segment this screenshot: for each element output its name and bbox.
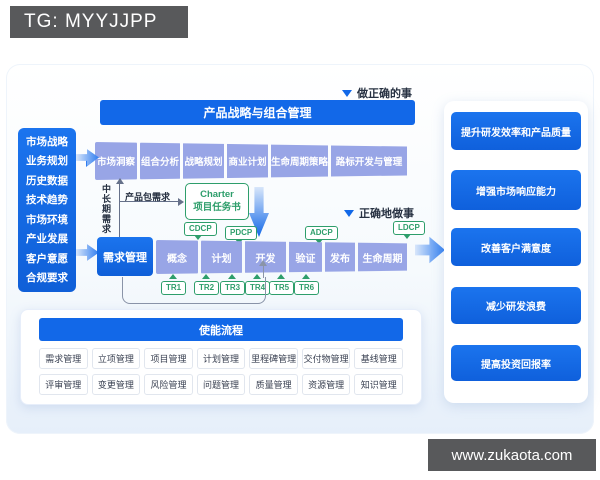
tr-marker-icon bbox=[202, 274, 210, 279]
gate-pill: ADCP bbox=[305, 226, 338, 240]
input-item: 市场战略 bbox=[26, 135, 68, 148]
product-pkg-label: 产品包需求 bbox=[125, 192, 171, 202]
site-watermark: www.zukaota.com bbox=[428, 439, 596, 471]
mm-step: 路标开发与管理 bbox=[331, 142, 407, 180]
gate-marker-icon bbox=[194, 235, 202, 240]
enable-item: 评审管理 bbox=[39, 374, 88, 395]
enable-item: 里程碑管理 bbox=[249, 348, 298, 369]
tr-marker-icon bbox=[228, 274, 236, 279]
phase-box: 生命周期 bbox=[358, 240, 407, 274]
feedback-loop-line bbox=[262, 266, 264, 278]
phase-box: 概念 bbox=[156, 240, 198, 274]
phase-box: 开发 bbox=[245, 240, 286, 274]
do-right-things-text: 做正确的事 bbox=[357, 88, 412, 100]
mm-step: 商业计划 bbox=[227, 142, 268, 180]
gate-pill: PDCP bbox=[225, 226, 258, 240]
tr-marker-icon bbox=[169, 274, 177, 279]
arrowhead-up-icon bbox=[116, 178, 124, 184]
tr-pill: TR2 bbox=[194, 281, 220, 295]
benefit-box: 增强市场响应能力 bbox=[451, 170, 581, 210]
input-item: 历史数据 bbox=[26, 174, 68, 187]
enable-item: 风险管理 bbox=[144, 374, 193, 395]
tr-pill: TR3 bbox=[220, 281, 246, 295]
enable-item: 变更管理 bbox=[91, 374, 141, 395]
input-item: 客户意愿 bbox=[26, 252, 68, 265]
tr-marker-icon bbox=[277, 274, 285, 279]
charter-title: Charter bbox=[200, 189, 234, 201]
benefit-box: 减少研发浪费 bbox=[451, 287, 581, 324]
input-item: 产业发展 bbox=[26, 233, 68, 245]
enabling-row-1: 需求管理 立项管理 项目管理 计划管理 里程碑管理 交付物管理 基线管理 bbox=[39, 348, 404, 369]
gate-marker-icon bbox=[315, 239, 323, 244]
feedback-loop-line bbox=[122, 277, 266, 304]
strategy-banner: 产品战略与组合管理 bbox=[100, 100, 415, 125]
phase-box: 发布 bbox=[325, 240, 355, 274]
phase-box: 验证 bbox=[289, 240, 322, 274]
tg-watermark: TG: MYYJJPP bbox=[10, 6, 188, 38]
benefit-box: 改善客户满意度 bbox=[451, 228, 581, 266]
mid-long-term-label: 中长期需求 bbox=[101, 184, 111, 234]
enable-item: 需求管理 bbox=[39, 348, 88, 369]
enabling-process-banner: 使能流程 bbox=[39, 318, 403, 341]
phase-box: 计划 bbox=[201, 240, 242, 274]
ipd-phase-row: 概念 计划 开发 验证 发布 生命周期 bbox=[156, 240, 407, 274]
enable-item: 项目管理 bbox=[144, 348, 193, 369]
mid-long-term-connector bbox=[119, 182, 120, 237]
enable-item: 立项管理 bbox=[91, 348, 141, 369]
enable-item: 知识管理 bbox=[354, 374, 404, 395]
mm-step: 战略规划 bbox=[183, 142, 224, 180]
benefits-panel: 提升研发效率和产品质量 增强市场响应能力 改善客户满意度 减少研发浪费 提高投资… bbox=[444, 101, 588, 403]
enable-item: 计划管理 bbox=[196, 348, 246, 369]
product-pkg-connector bbox=[120, 201, 179, 202]
do-things-right-text: 正确地做事 bbox=[359, 208, 414, 220]
requirements-mgmt-box: 需求管理 bbox=[97, 237, 153, 276]
market-inputs-panel: 市场战略 业务规划 历史数据 技术趋势 市场环境 产业发展 客户意愿 合规要求 bbox=[18, 128, 76, 292]
market-mgmt-row: 市场洞察 组合分析 战略规划 商业计划 生命周期策略 路标开发与管理 bbox=[95, 142, 407, 180]
do-things-right-label: 正确地做事 bbox=[344, 205, 414, 221]
input-item: 技术趋势 bbox=[26, 194, 68, 206]
enable-item: 基线管理 bbox=[354, 348, 404, 369]
do-right-things-label: 做正确的事 bbox=[342, 85, 412, 101]
mm-step: 生命周期策略 bbox=[271, 142, 328, 180]
charter-box: Charter 项目任务书 bbox=[185, 183, 249, 220]
arrowhead-up-icon bbox=[259, 260, 267, 266]
benefit-box: 提高投资回报率 bbox=[451, 345, 581, 381]
input-item: 合规要求 bbox=[26, 272, 68, 284]
tr-pill: TR6 bbox=[294, 281, 320, 295]
charter-subtitle: 项目任务书 bbox=[193, 201, 241, 213]
enabling-row-2: 评审管理 变更管理 风险管理 问题管理 质量管理 资源管理 知识管理 bbox=[39, 374, 404, 395]
tr-pill: TR5 bbox=[269, 281, 295, 295]
input-item: 市场环境 bbox=[26, 213, 68, 226]
gate-pill: CDCP bbox=[184, 222, 217, 236]
enable-item: 交付物管理 bbox=[301, 348, 351, 369]
input-item: 业务规划 bbox=[26, 155, 68, 167]
enabling-process-panel: 使能流程 需求管理 立项管理 项目管理 计划管理 里程碑管理 交付物管理 基线管… bbox=[20, 309, 422, 405]
mm-step: 组合分析 bbox=[140, 142, 180, 180]
mm-step: 市场洞察 bbox=[95, 142, 137, 180]
enable-item: 问题管理 bbox=[196, 374, 246, 395]
enable-item: 质量管理 bbox=[249, 374, 298, 395]
arrowhead-right-icon bbox=[178, 198, 184, 206]
tr-marker-icon bbox=[253, 274, 261, 279]
enable-item: 资源管理 bbox=[301, 374, 351, 395]
gate-marker-icon bbox=[403, 234, 411, 239]
benefit-box: 提升研发效率和产品质量 bbox=[451, 112, 581, 150]
triangle-down-icon bbox=[342, 89, 352, 97]
triangle-down-icon bbox=[344, 209, 354, 217]
tr-pill: TR1 bbox=[161, 281, 187, 295]
tr-marker-icon bbox=[302, 274, 310, 279]
gate-pill: LDCP bbox=[393, 221, 425, 235]
